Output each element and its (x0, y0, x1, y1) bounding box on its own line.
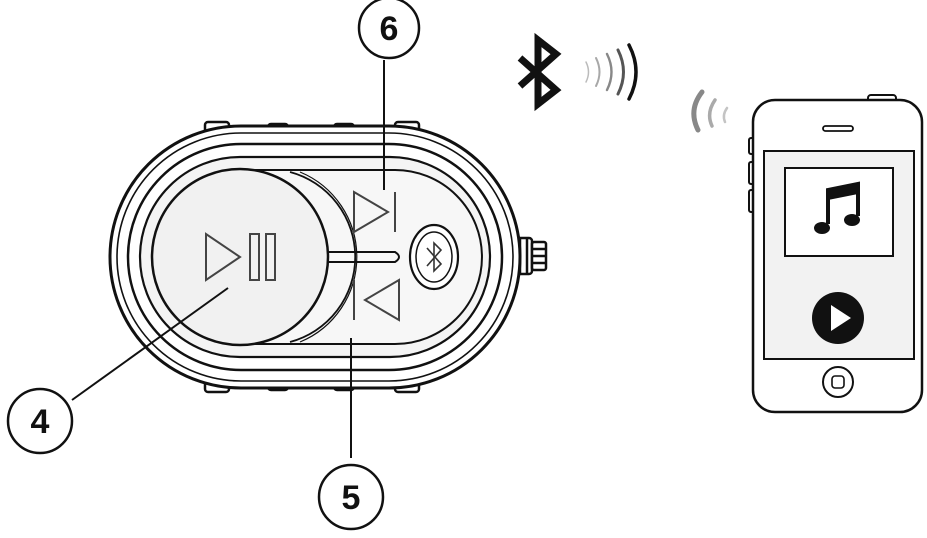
play-icon (831, 305, 851, 331)
remote-control (108, 120, 548, 394)
callout-5: 5 (317, 463, 385, 531)
previous-track-button[interactable] (330, 266, 410, 334)
home-button[interactable] (822, 366, 854, 398)
callout-4-label: 4 (31, 403, 50, 441)
smartphone (748, 94, 924, 414)
track-divider (328, 251, 400, 263)
phone-speaker (822, 125, 854, 132)
bluetooth-pair-button[interactable] (408, 223, 460, 291)
next-track-button[interactable] (330, 180, 410, 248)
callout-4: 4 (6, 387, 74, 455)
callout-leaders (71, 60, 385, 458)
home-button-icon (831, 375, 845, 389)
play-pause-icon (205, 232, 276, 282)
callout-6: 6 (357, 0, 421, 60)
bluetooth-icon (517, 32, 562, 112)
bluetooth-icon (426, 241, 443, 273)
receive-signal-icon (691, 89, 729, 133)
leader-line-4 (71, 287, 229, 401)
next-track-icon (353, 190, 396, 234)
music-note-icon (814, 181, 860, 234)
previous-track-icon (353, 278, 400, 322)
bluetooth-symbol (517, 32, 562, 112)
wireless-signal-icon (585, 43, 638, 101)
callout-5-label: 5 (342, 479, 361, 517)
remote-shell-rim (116, 132, 514, 382)
album-art (784, 167, 894, 257)
play-button[interactable] (812, 292, 864, 344)
callout-6-label: 6 (380, 10, 399, 48)
